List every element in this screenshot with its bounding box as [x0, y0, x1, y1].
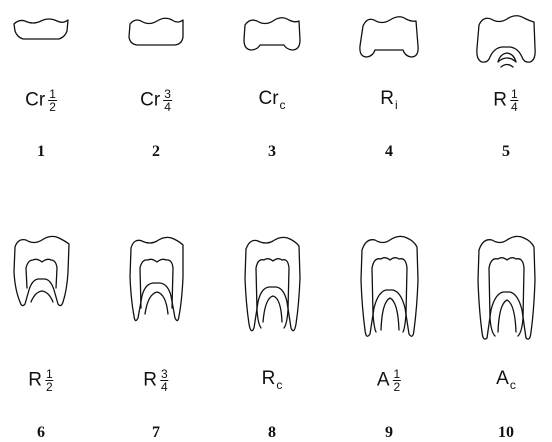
crown-three-quarter-icon: [126, 12, 186, 46]
stage-label-subscript: i: [395, 98, 398, 112]
root-initiation-icon: [359, 12, 419, 58]
stage-label-fraction: 34: [160, 368, 169, 393]
stage-label-fraction: 12: [48, 88, 57, 113]
stage-label: Cr34: [140, 88, 172, 113]
crown-half-icon: [11, 12, 71, 40]
stage-label-base: R: [380, 88, 394, 109]
stage-label: R14: [493, 88, 518, 113]
stage-number: 7: [152, 424, 160, 442]
stage-label: R12: [28, 368, 53, 393]
fraction-denominator: 4: [160, 381, 169, 393]
stage-label-base: A: [496, 368, 509, 389]
stage-label-base: R: [493, 90, 507, 111]
stage-number: 5: [502, 143, 510, 161]
stage-label-fraction: 12: [45, 368, 54, 393]
stage-number: 9: [385, 424, 393, 442]
apex-complete-icon: [476, 232, 536, 344]
stage-label-fraction: 12: [393, 368, 402, 393]
stage-label: A12: [377, 368, 401, 393]
stage-number: 2: [152, 143, 160, 161]
stage-label-base: Cr: [258, 88, 278, 109]
stage-label: R34: [143, 368, 168, 393]
stage-number: 10: [498, 424, 514, 442]
stage-label-fraction: 14: [510, 88, 519, 113]
stage-label-base: R: [143, 370, 157, 391]
stage-number: 6: [37, 424, 45, 442]
fraction-denominator: 2: [45, 381, 54, 393]
stage-label-subscript: c: [276, 378, 282, 392]
crown-complete-icon: [242, 12, 302, 52]
root-half-icon: [11, 232, 71, 314]
fraction-denominator: 4: [510, 101, 519, 113]
fraction-denominator: 4: [163, 101, 172, 113]
fraction-denominator: 2: [393, 381, 402, 393]
fraction-denominator: 2: [48, 101, 57, 113]
stage-number: 8: [268, 424, 276, 442]
stage-label-base: A: [377, 370, 390, 391]
stage-label: Ri: [380, 88, 397, 112]
stage-label-base: Cr: [25, 90, 45, 111]
stage-label: Cr12: [25, 88, 57, 113]
root-three-quarter-icon: [126, 232, 186, 328]
stage-label: Ac: [496, 368, 516, 392]
apex-half-icon: [359, 232, 419, 342]
stage-number: 3: [268, 143, 276, 161]
stage-label-fraction: 34: [163, 88, 172, 113]
root-complete-icon: [242, 232, 302, 336]
stage-number: 1: [37, 143, 45, 161]
stage-label-base: R: [262, 368, 276, 389]
stage-label-subscript: c: [280, 98, 286, 112]
stage-number: 4: [385, 143, 393, 161]
stage-label-base: R: [28, 370, 42, 391]
stage-label: Crc: [258, 88, 285, 112]
root-quarter-icon: [476, 12, 536, 68]
stage-label-subscript: c: [510, 378, 516, 392]
stage-label: Rc: [262, 368, 283, 392]
stage-label-base: Cr: [140, 90, 160, 111]
